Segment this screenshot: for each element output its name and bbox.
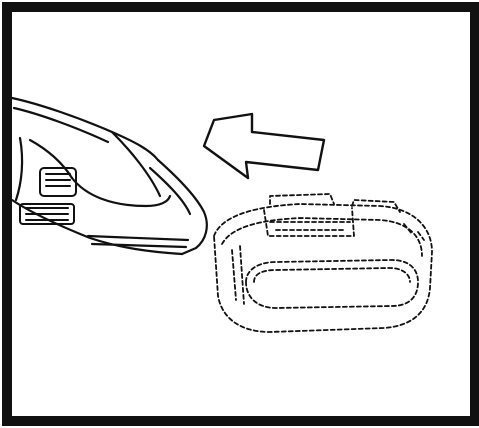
direction-arrow-left bbox=[204, 114, 324, 178]
battery-pack bbox=[214, 194, 432, 332]
tool-grip bbox=[20, 168, 76, 224]
tool-body bbox=[12, 98, 207, 254]
